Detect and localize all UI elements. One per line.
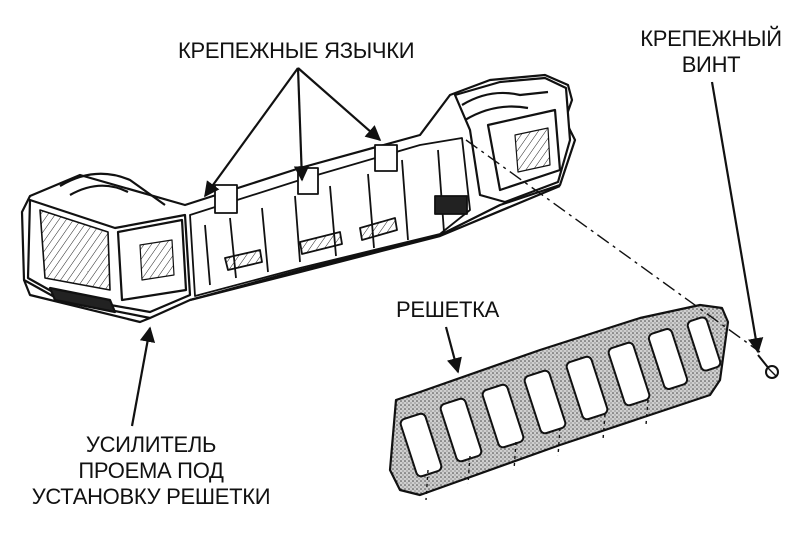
- leader-arrows: [130, 67, 764, 427]
- label-reinforcement-line1: УСИЛИТЕЛЬ: [85, 432, 217, 457]
- label-fastening-screw-line1: КРЕПЕЖНЫЙ: [640, 26, 782, 51]
- right-lamp-housing: [453, 76, 572, 204]
- grille: [388, 303, 730, 501]
- label-fastening-screw: КРЕПЕЖНЫЙ ВИНТ: [636, 26, 786, 78]
- center-channel: [189, 137, 471, 297]
- grille-slots: [399, 316, 722, 478]
- arrow-screw: [710, 81, 764, 354]
- label-reinforcement-line3: УСТАНОВКУ РЕШЕТКИ: [31, 484, 271, 509]
- arrow-grille: [444, 326, 462, 374]
- grille-opening-reinforcement: [20, 73, 577, 324]
- arrow-tab-left: [204, 67, 299, 198]
- label-reinforcement: УСИЛИТЕЛЬ ПРОЕМА ПОД УСТАНОВКУ РЕШЕТКИ: [28, 432, 274, 510]
- left-lamp-housing: [26, 172, 192, 314]
- label-fastening-screw-line2: ВИНТ: [681, 52, 741, 77]
- arrow-tab-middle: [293, 67, 310, 182]
- label-reinforcement-line2: ПРОЕМА ПОД: [78, 458, 224, 483]
- alignment-line: [465, 139, 761, 353]
- arrow-tab-right: [297, 67, 382, 142]
- label-grille: РЕШЕТКА: [396, 297, 500, 322]
- arrow-reinforcement: [130, 326, 156, 427]
- label-fastening-tabs: КРЕПЕЖНЫЕ ЯЗЫЧКИ: [178, 38, 415, 63]
- fastening-screw: [757, 354, 779, 379]
